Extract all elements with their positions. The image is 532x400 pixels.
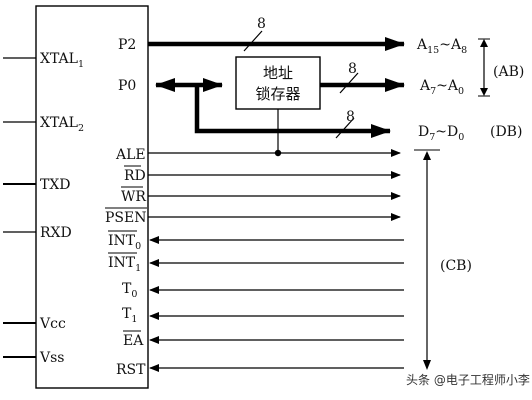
address-bus-name: (AB) xyxy=(493,64,524,80)
p2-bus-width-slash xyxy=(243,30,263,52)
pin-vcc-label: Vcc xyxy=(39,316,66,332)
low-address-label: A7~A0 xyxy=(419,78,464,97)
cb-bracket xyxy=(414,149,440,370)
pin-vss-label: Vss xyxy=(39,350,64,366)
pin-txd-label: TXD xyxy=(40,177,71,193)
pin-ale-label: ALE xyxy=(115,147,146,163)
p2-bus-width-label: 8 xyxy=(257,16,266,32)
latch-label-line2: 锁存器 xyxy=(255,85,300,103)
pin-xtal1-label: XTAL1 xyxy=(40,51,84,70)
pin-rd-label: RD xyxy=(124,168,146,184)
control-bus-name: (CB) xyxy=(440,258,472,274)
pin-wr-label: WR xyxy=(121,189,146,205)
pin-rst-label: RST xyxy=(116,362,146,378)
pin-ea-label: EA xyxy=(123,333,144,349)
data-bus-name: (DB) xyxy=(490,124,522,140)
control-pin-labels: ALE RD WR PSEN INT0 INT1 T0 T1 EA RST xyxy=(105,147,146,378)
ale-junction-dot xyxy=(274,149,282,157)
address-latch xyxy=(235,56,321,110)
low-addr-bus-width-label: 8 xyxy=(348,61,357,77)
pin-int0-label: INT0 xyxy=(108,233,141,252)
db-bus-width-label: 8 xyxy=(346,109,355,125)
pin-t1-label: T1 xyxy=(122,306,137,325)
pin-xtal2-label: XTAL2 xyxy=(40,115,84,134)
pin-int1-label: INT1 xyxy=(108,255,141,274)
low-addr-bus-width-slash xyxy=(339,72,359,94)
watermark: 头条 @电子工程师小李 xyxy=(406,372,530,387)
p0-data-bus xyxy=(194,85,391,138)
data-bus-label: D7~D0 xyxy=(418,124,464,143)
active-low-overbars xyxy=(105,165,147,332)
pin-p2-label: P2 xyxy=(118,37,136,53)
left-pin-stubs xyxy=(3,57,36,358)
chip-body xyxy=(35,5,149,389)
db-bus-width-slash xyxy=(335,117,355,139)
pin-psen-label: PSEN xyxy=(105,210,146,226)
pin-p0-label: P0 xyxy=(118,78,136,94)
high-address-label: A15~A8 xyxy=(416,37,467,56)
pin-rxd-label: RXD xyxy=(40,225,72,241)
ab-bracket xyxy=(478,38,490,97)
pin-t0-label: T0 xyxy=(122,281,137,300)
latch-label-line1: 地址 xyxy=(263,64,293,82)
